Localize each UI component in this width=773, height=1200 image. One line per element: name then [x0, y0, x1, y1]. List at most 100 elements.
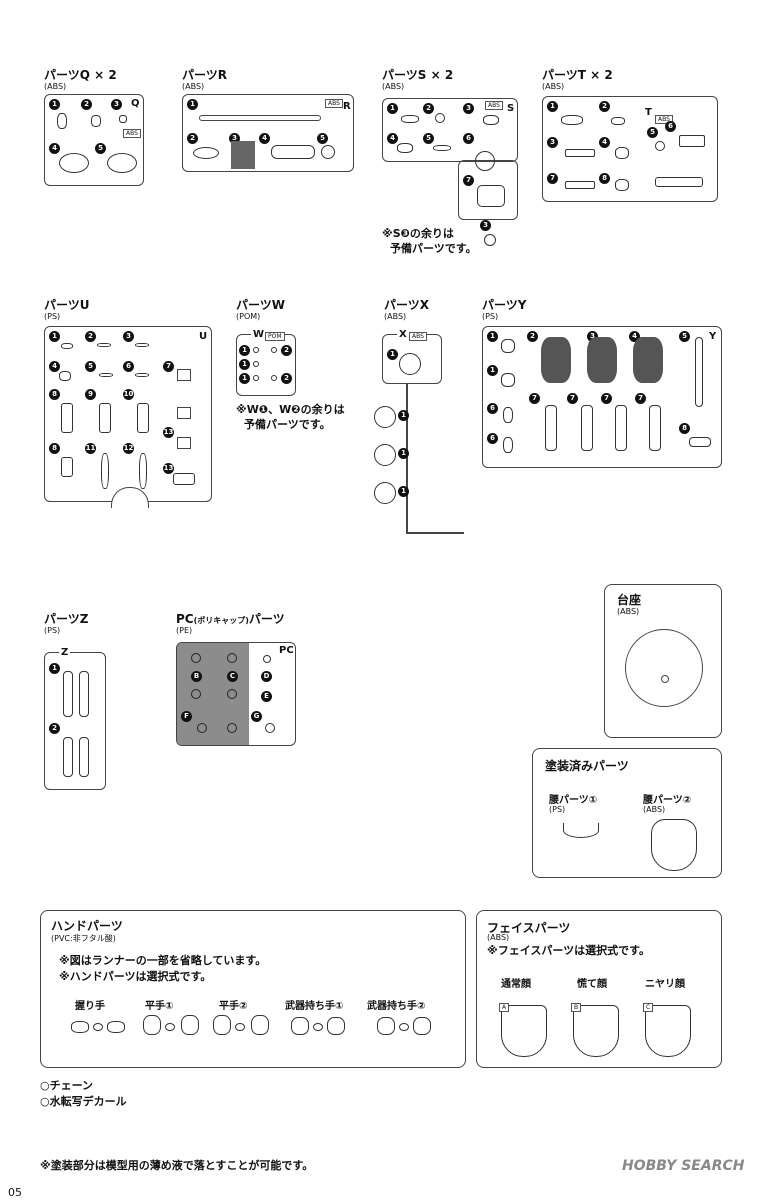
- runner-letter: U: [199, 331, 208, 342]
- face-item-label: ニヤリ顔: [645, 979, 685, 990]
- hand-parts-title: ハンドパーツ: [51, 919, 123, 933]
- part-shape: [374, 482, 396, 504]
- part-letter: F: [181, 711, 192, 722]
- part-number: 1: [387, 103, 398, 114]
- runner-r-title: パーツR: [182, 68, 228, 82]
- runner-w-note-1: ※W❶、W❷の余りは: [236, 403, 345, 416]
- part-shape: [63, 671, 73, 717]
- part-number: 7: [635, 393, 646, 404]
- part-shape: [401, 115, 419, 123]
- part-number: 8: [599, 173, 610, 184]
- runner-pc-frame: PC B C D E F G: [176, 642, 296, 746]
- part-letter: E: [261, 691, 272, 702]
- part-number: 1: [49, 99, 60, 110]
- part-number: 4: [49, 361, 60, 372]
- part-shape: [99, 373, 113, 377]
- face-parts-title: フェイスパーツ: [487, 921, 571, 935]
- runner-letter: S: [507, 103, 515, 114]
- part-shape: [397, 143, 413, 153]
- part-shape: [503, 437, 513, 453]
- part-shape: [227, 689, 237, 699]
- runner-w-title: パーツW: [236, 298, 285, 312]
- face-item-label: 通常顔: [501, 979, 531, 990]
- part-shape: [177, 407, 191, 419]
- hand-item-label: 武器持ち手②: [367, 1001, 426, 1012]
- part-shape: [265, 723, 275, 733]
- face-c-shape: [645, 1005, 691, 1057]
- runner-x-title: パーツX: [384, 298, 430, 312]
- part-shape: [655, 141, 665, 151]
- runner-letter: X: [397, 329, 409, 340]
- runner-letter: PC: [279, 645, 294, 656]
- runner-t-material: (ABS): [542, 82, 565, 91]
- part-number: 1: [239, 345, 250, 356]
- runner-r-material: (ABS): [182, 82, 205, 91]
- part-shape: [191, 653, 201, 663]
- extra-chain: ○チェーン: [40, 1079, 94, 1092]
- part-shape: [193, 147, 219, 159]
- part-shape: [615, 179, 629, 191]
- part-number: 1: [547, 101, 558, 112]
- part-letter: B: [191, 671, 202, 682]
- hand-parts-note-1: ※図はランナーの一部を省略しています。: [59, 954, 267, 967]
- part-shape: [197, 723, 207, 733]
- part-number: 2: [81, 99, 92, 110]
- part-shape: [227, 653, 237, 663]
- part-number: 4: [387, 133, 398, 144]
- part-shape: [565, 149, 595, 157]
- runner-y-frame: Y 1 1 6 6 2 3 4 5 7 7 7 7 8: [482, 326, 722, 468]
- part-shape: [581, 405, 593, 451]
- painted-parts-title: 塗装済みパーツ: [545, 759, 629, 773]
- painted-parts-box: 塗装済みパーツ 腰パーツ① (PS) 腰パーツ② (ABS): [532, 748, 722, 878]
- part-shape: [173, 473, 195, 485]
- material-tag: POM: [265, 332, 285, 341]
- runner-q-material: (ABS): [44, 82, 67, 91]
- part-letter: D: [261, 671, 272, 682]
- base-peg: [661, 675, 669, 683]
- hand-parts-note-2: ※ハンドパーツは選択式です。: [59, 970, 212, 983]
- part-number: 2: [599, 101, 610, 112]
- part-shape: [231, 141, 255, 169]
- part-shape: [199, 115, 321, 121]
- footer-note: ※塗装部分は模型用の薄め液で落とすことが可能です。: [40, 1159, 314, 1172]
- base-material: (ABS): [617, 607, 640, 616]
- part-shape: [399, 353, 421, 375]
- face-tag: C: [643, 1003, 654, 1012]
- waist-part-1-shape: [563, 823, 599, 838]
- runner-z-frame: Z 1 2: [44, 647, 106, 790]
- part-number: 5: [85, 361, 96, 372]
- hand-icon: [143, 1015, 201, 1037]
- part-number: 3: [463, 103, 474, 114]
- part-shape: [135, 343, 149, 347]
- part-shape: [587, 337, 617, 383]
- runner-t-frame: 1 2 T ABS 3 4 5 6 7 8: [542, 96, 718, 202]
- part-number: 2: [281, 345, 292, 356]
- part-number: 8: [679, 423, 690, 434]
- part-number: 6: [487, 433, 498, 444]
- part-number: 5: [647, 127, 658, 138]
- part-number: 7: [601, 393, 612, 404]
- part-letter: C: [227, 671, 238, 682]
- part-number: 1: [187, 99, 198, 110]
- part-shape: [321, 145, 335, 159]
- part-number: 6: [487, 403, 498, 414]
- part-shape: [253, 375, 259, 381]
- watermark: HOBBY SEARCH: [622, 1158, 745, 1174]
- hand-item-label: 握り手: [75, 1001, 105, 1012]
- part-shape: [649, 405, 661, 451]
- runner-y-material: (PS): [482, 312, 499, 321]
- hand-item-label: 平手②: [219, 1001, 248, 1012]
- runner-letter: Q: [131, 98, 140, 109]
- part-number: 11: [85, 443, 96, 454]
- part-number: 1: [387, 349, 398, 360]
- runner-w-note-2: 予備パーツです。: [244, 418, 331, 431]
- hand-icon: [377, 1017, 435, 1037]
- runner-pc-title-main: PC: [176, 612, 194, 626]
- part-number: 8: [49, 389, 60, 400]
- part-number: 13: [163, 427, 174, 438]
- runner-s-note-1: ※S❸の余りは: [382, 227, 454, 240]
- part-shape: [374, 444, 396, 466]
- runner-x-sprue: [406, 384, 408, 534]
- runner-letter: T: [645, 107, 652, 118]
- part-number: 13: [163, 463, 174, 474]
